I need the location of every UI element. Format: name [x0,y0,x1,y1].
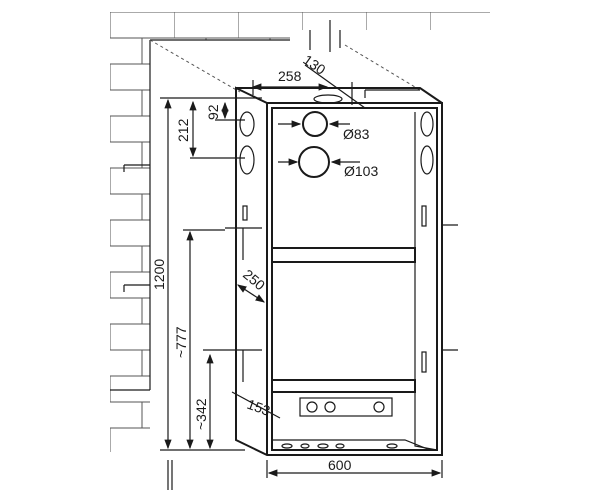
right-hole-upper [420,111,434,137]
shelf-upper [271,247,416,263]
right-slot-1 [421,205,427,227]
connector-3 [373,401,385,413]
connection-panel [299,397,393,417]
shelf-lower [271,379,416,393]
mounting-brackets [225,227,262,382]
cabinet-back-right [414,112,438,451]
cabinet-inner-frame [271,107,438,451]
connector-1 [306,401,318,413]
bottom-tray [271,439,431,451]
dim-top-width: 258 [278,68,302,84]
right-wall-hooks [442,224,458,351]
side-slot-1 [242,205,248,221]
wall-brackets [123,164,150,292]
dim-width: 600 [328,457,352,473]
connector-2 [324,401,336,413]
side-hole-lower [239,145,255,175]
wall-cutout-edge [110,39,290,391]
bottom-holes [281,443,398,449]
side-hole-upper [239,111,255,137]
right-hole-lower [420,145,434,175]
dim-total-height: 1200 [151,259,167,290]
wall-cutout [150,30,520,460]
wall-guide-lines [149,39,421,93]
cabinet [225,86,458,456]
wall-top-lines [309,20,420,98]
dim-hole1-height: 92 [205,104,221,120]
hole-103 [298,146,330,178]
dim-hole-small-diameter: Ø83 [343,126,370,142]
top-hole [313,94,343,104]
dimension-lines [160,64,443,490]
hole-83 [302,111,328,137]
dim-lower-bracket-height: ~342 [193,398,209,430]
dim-lower-depth: 153 [245,396,273,419]
dim-bracket-height: ~777 [173,326,189,358]
dim-hole2-height: 212 [175,118,191,142]
right-slot-2 [421,351,427,373]
dim-hole-large-diameter: Ø103 [344,163,378,179]
